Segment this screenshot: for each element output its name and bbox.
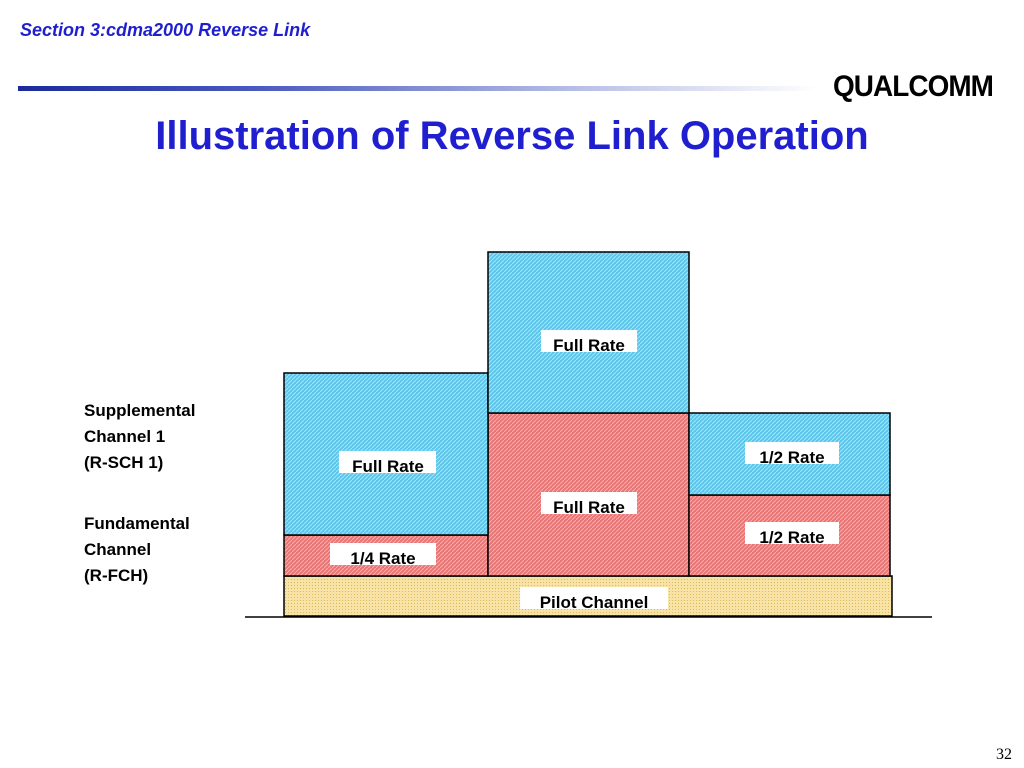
label-bg-pilot [520, 587, 668, 609]
legend-fch-line-1: Fundamental [84, 514, 190, 533]
legend-supplemental-channel: Supplemental Channel 1 (R-SCH 1) [84, 398, 195, 476]
label-bg-sch-1 [339, 451, 436, 473]
sch-2-rate-label: Full Rate [553, 336, 625, 355]
fch-2-rate-label: Full Rate [553, 498, 625, 517]
label-bg-sch-3 [745, 442, 839, 464]
qualcomm-logo: QUALCOMM [833, 70, 994, 103]
legend-sch-line-3: (R-SCH 1) [84, 453, 164, 472]
sch-3-rate-label: 1/2 Rate [759, 448, 824, 467]
legend-fch-line-3: (R-FCH) [84, 566, 149, 585]
pilot-channel-label: Pilot Channel [540, 593, 649, 612]
label-bg-sch-2 [541, 330, 637, 352]
page-number: 32 [996, 746, 1012, 763]
page-title: Illustration of Reverse Link Operation [155, 114, 869, 158]
legend-fundamental-channel: Fundamental Channel (R-FCH) [84, 511, 190, 589]
sch-1-rate-label: Full Rate [352, 457, 424, 476]
legend-fch-line-2: Channel [84, 540, 152, 559]
label-bg-fch-1 [330, 543, 436, 565]
svg-text:QUALCOMM: QUALCOMM [833, 70, 993, 103]
legend-sch-line-2: Channel 1 [84, 427, 166, 446]
fch-3-rate-label: 1/2 Rate [759, 528, 824, 547]
label-bg-fch-2 [541, 492, 637, 514]
legend-sch-line-1: Supplemental [84, 401, 196, 420]
fch-1-rate-label: 1/4 Rate [350, 549, 415, 568]
header-divider [18, 86, 818, 91]
label-bg-fch-3 [745, 522, 839, 544]
section-title: Section 3:cdma2000 Reverse Link [20, 20, 311, 40]
